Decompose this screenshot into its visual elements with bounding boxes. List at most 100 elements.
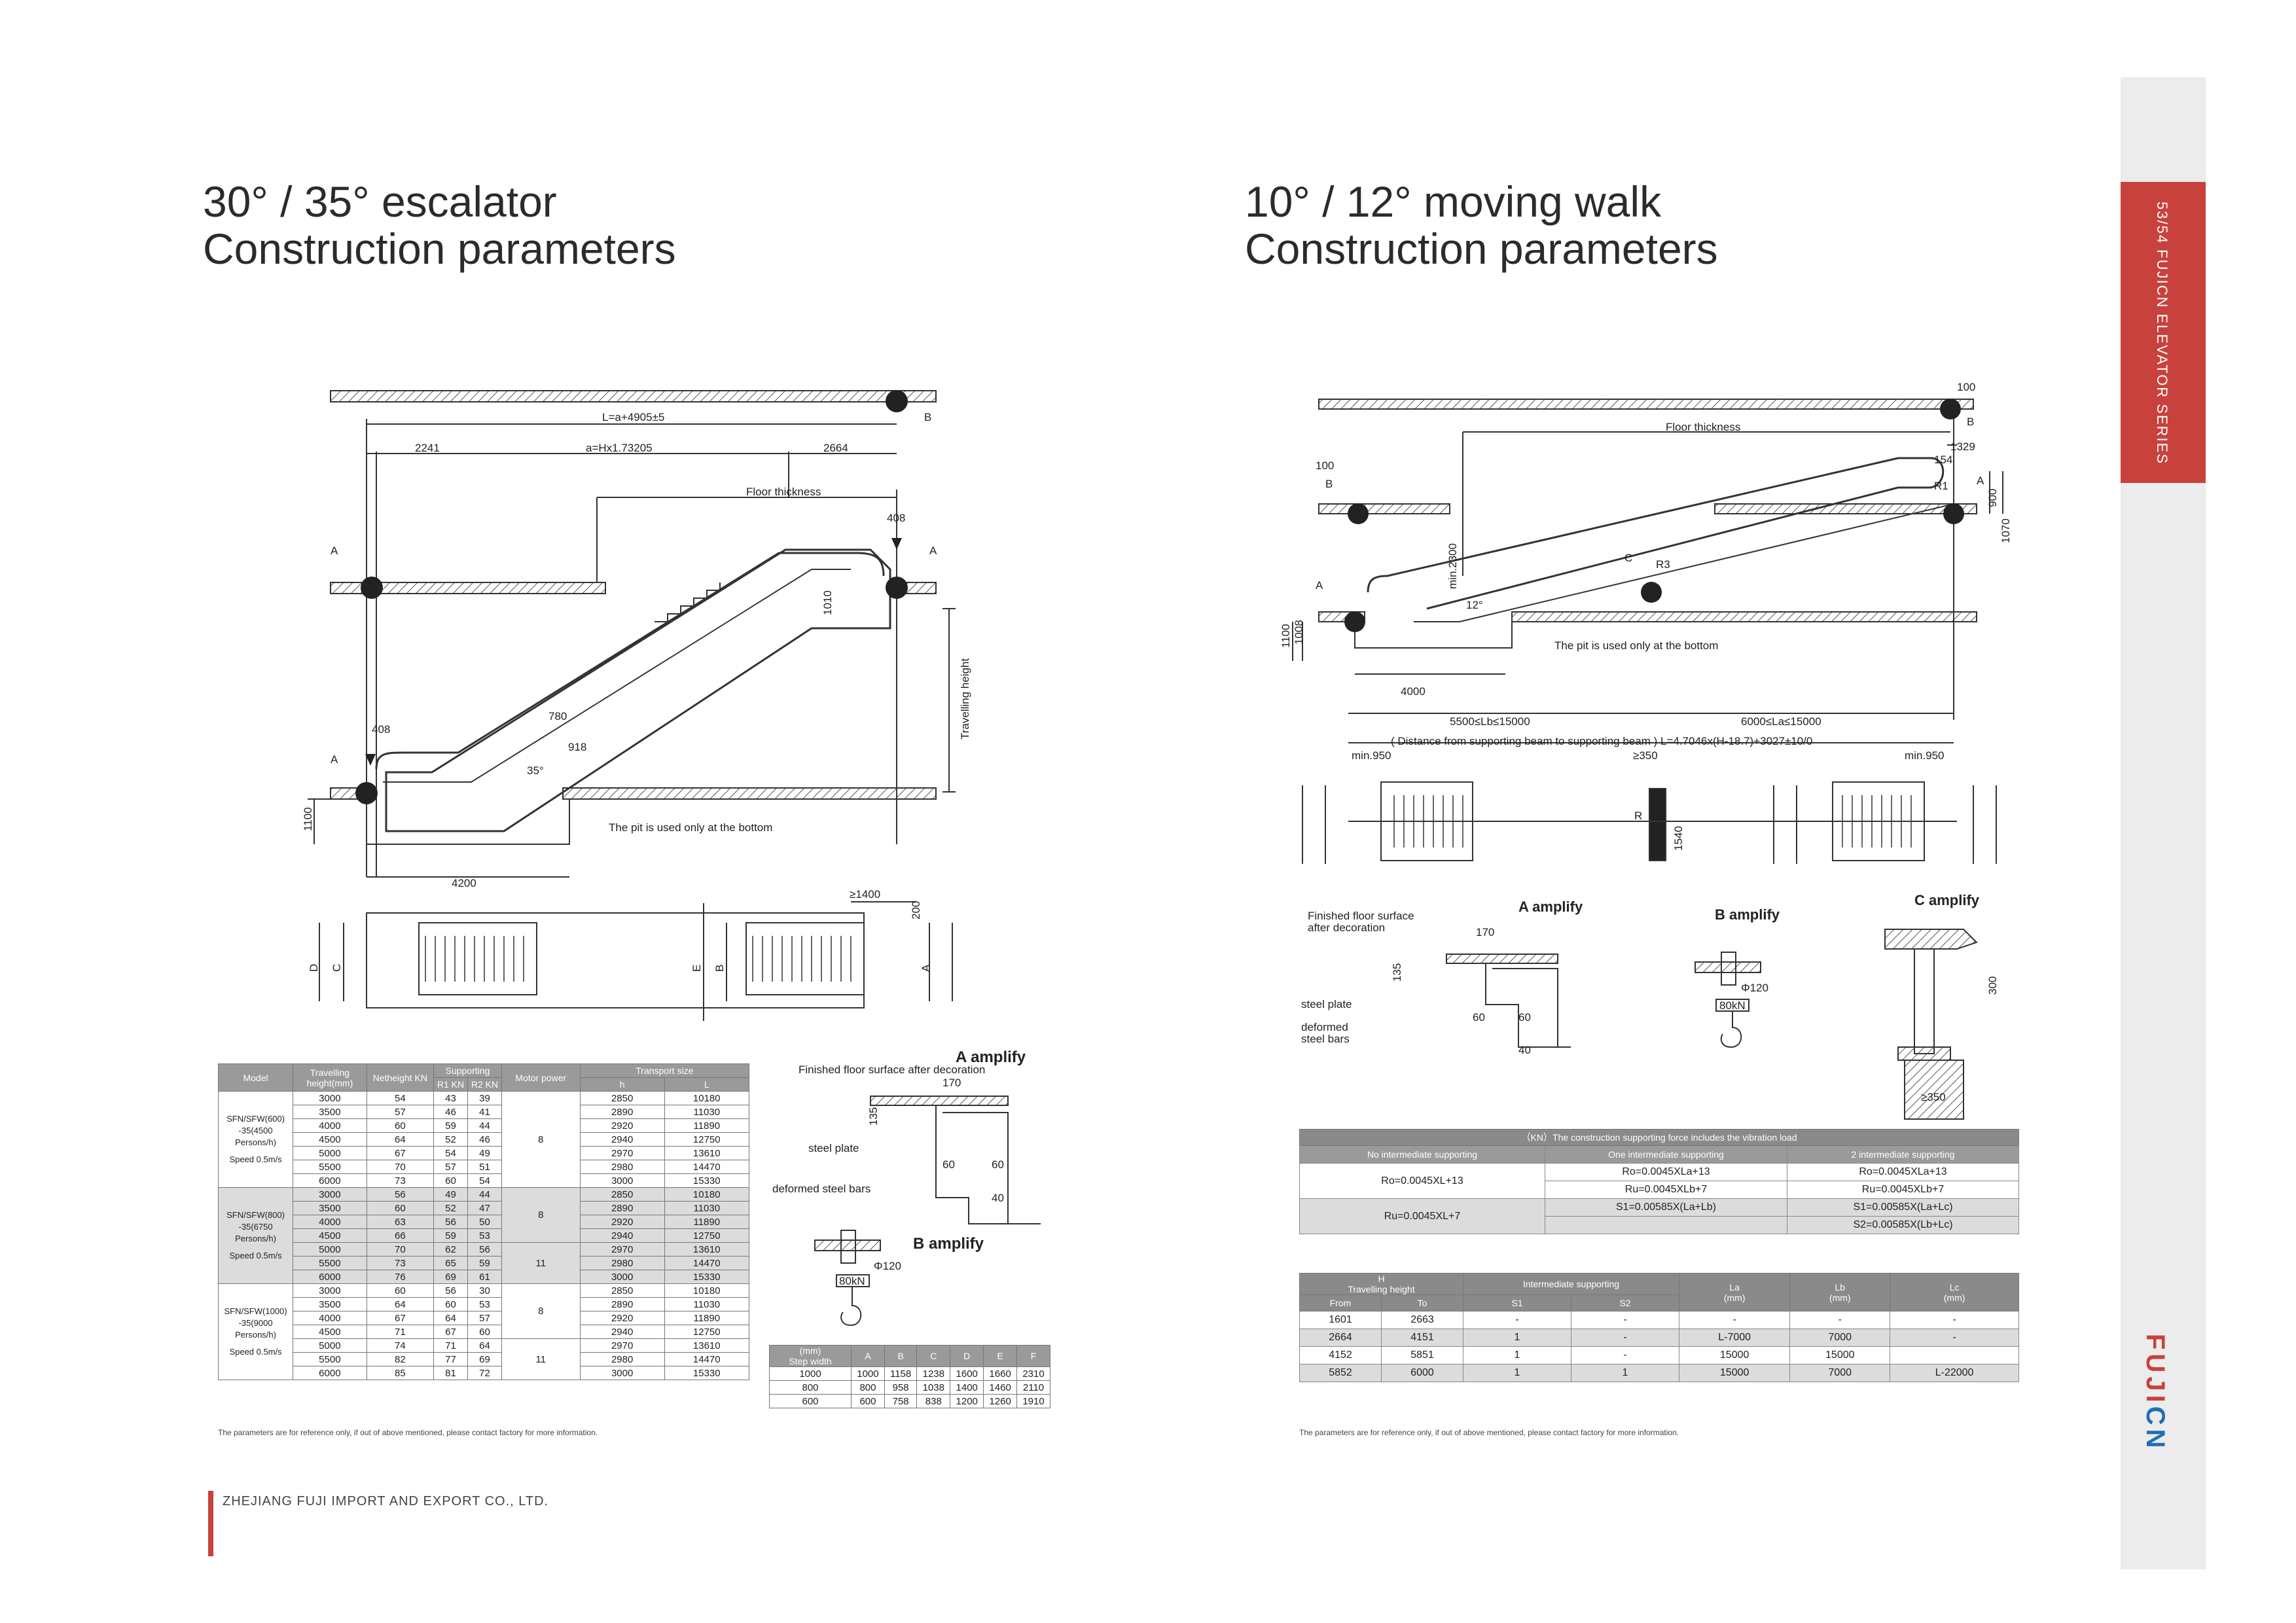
dim-1400: ≥1400 — [850, 888, 880, 901]
travelling-height: Travelling height — [959, 658, 971, 740]
walk-r3: R3 — [1656, 558, 1670, 571]
table-cell: 2940 — [579, 1132, 665, 1147]
walk-finished-floor-2: after decoration — [1308, 921, 1385, 934]
table-cell: 2850 — [579, 1283, 665, 1298]
walk-dim-60a: 60 — [1473, 1011, 1485, 1024]
table-cell: 4152 — [1299, 1346, 1382, 1364]
table-cell: 4500 — [293, 1132, 367, 1147]
table-cell: 44 — [467, 1187, 502, 1202]
table-cell: 70 — [366, 1160, 435, 1174]
col-motor: Motor power — [501, 1063, 581, 1092]
dim-780: 780 — [548, 710, 567, 722]
dim-1010: 1010 — [821, 590, 834, 615]
table-cell: 2663 — [1381, 1311, 1463, 1329]
table-cell: 71 — [433, 1338, 468, 1353]
h-from: From — [1299, 1294, 1382, 1311]
table-cell: 11890 — [664, 1311, 750, 1325]
escalator-parameter-table: Model Travelling height(mm) Netheight KN… — [217, 1063, 750, 1380]
table-cell: 2850 — [579, 1091, 665, 1105]
dim-408-top: 408 — [887, 512, 905, 524]
table-cell: 1 — [1463, 1346, 1571, 1364]
motor-cell: 11 — [501, 1242, 581, 1284]
table-cell: 3000 — [579, 1366, 665, 1380]
table-cell: 76 — [366, 1270, 435, 1284]
table-cell: 74 — [366, 1338, 435, 1353]
page-sidebar: 53/54 FUJICN ELEVATOR SERIES FUJICN — [2121, 77, 2206, 1569]
walk-dim-1100: 1100 — [1280, 624, 1292, 648]
table-cell: 12750 — [664, 1325, 750, 1339]
walk-dim-300: 300 — [1986, 976, 1999, 995]
kn-r2c1: Ru=0.0045XL+7 — [1299, 1198, 1545, 1234]
load-80kn: 80kN — [839, 1275, 865, 1287]
escalator-note: The parameters are for reference only, i… — [218, 1428, 598, 1437]
walk-label-b: B — [1967, 416, 1974, 428]
step-col-d: D — [950, 1345, 984, 1367]
walk-steel-plate: steel plate — [1301, 998, 1352, 1010]
top-floor-slab — [330, 390, 937, 402]
step-col-e: E — [983, 1345, 1018, 1367]
walk-support-dot-a — [1344, 611, 1365, 632]
steel-plate-label: steel plate — [808, 1142, 859, 1154]
dim-200: 200 — [910, 901, 922, 919]
moving-walk-drawing — [1292, 399, 2003, 864]
walk-min-2300: min.2300 — [1446, 543, 1459, 589]
table-cell: 11890 — [664, 1118, 750, 1133]
walk-finished-floor-1: Finished floor surface — [1308, 910, 1414, 922]
table-cell: 15330 — [664, 1173, 750, 1188]
table-cell: 71 — [366, 1325, 435, 1339]
table-cell: 72 — [467, 1366, 502, 1380]
col-r1: R1 KN — [433, 1077, 468, 1092]
walk-r1: R1 — [1934, 480, 1948, 492]
table-cell: 1400 — [950, 1380, 984, 1395]
table-cell: 3000 — [579, 1173, 665, 1188]
table-cell: 1660 — [983, 1366, 1018, 1381]
model-line: Speed 0.5m/s — [229, 1347, 282, 1357]
table-cell: 15000 — [1678, 1346, 1791, 1364]
walk-label-b-left: B — [1325, 478, 1333, 490]
table-cell: 60 — [366, 1201, 435, 1215]
company-name: ZHEJIANG FUJI IMPORT AND EXPORT CO., LTD… — [223, 1494, 549, 1508]
model-line: SFN/SFW(1000) — [224, 1306, 287, 1316]
dim-60b: 60 — [992, 1158, 1004, 1171]
table-cell: 2920 — [579, 1311, 665, 1325]
table-cell: 1 — [1463, 1364, 1571, 1382]
table-cell: 11030 — [664, 1201, 750, 1215]
kn-r1c3b: Ru=0.0045XLb+7 — [1787, 1181, 2019, 1199]
walk-dim-1070: 1070 — [2000, 518, 2012, 543]
upper-floor-left — [330, 582, 606, 594]
dim-2664: 2664 — [823, 442, 848, 454]
table-cell: 60 — [433, 1297, 468, 1311]
table-cell: 50 — [467, 1215, 502, 1229]
plan-label-c: C — [331, 964, 343, 972]
table-cell: 77 — [433, 1352, 468, 1366]
table-cell: - — [1678, 1311, 1791, 1329]
table-cell: 4500 — [293, 1228, 367, 1243]
walk-dim-135: 135 — [1391, 963, 1403, 982]
walk-dim-154: 154 — [1934, 454, 1952, 466]
table-cell: 52 — [433, 1132, 468, 1147]
table-cell: 2970 — [579, 1146, 665, 1160]
table-cell: 2980 — [579, 1160, 665, 1174]
walk-a-amplify-title: A amplify — [1518, 899, 1583, 915]
dim-1100: 1100 — [302, 807, 314, 831]
table-cell: 41 — [467, 1105, 502, 1119]
table-cell: 53 — [467, 1228, 502, 1243]
table-cell: 3000 — [579, 1270, 665, 1284]
table-cell — [1890, 1346, 2019, 1364]
table-cell: 73 — [366, 1256, 435, 1270]
h-to: To — [1381, 1294, 1463, 1311]
plan-label-d: D — [308, 964, 320, 972]
motor-cell: 8 — [501, 1283, 581, 1339]
table-cell: 4000 — [293, 1215, 367, 1229]
model-line: -35(6750 — [238, 1222, 273, 1232]
table-cell: 2664 — [1299, 1329, 1382, 1347]
